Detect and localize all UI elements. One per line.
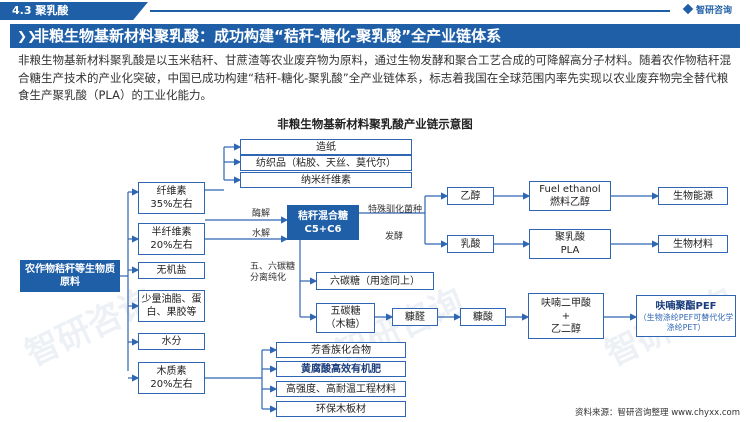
water-label: 水分 bbox=[161, 336, 182, 347]
cellulose-use-label: 造纸 bbox=[316, 141, 336, 153]
top-rule bbox=[150, 10, 670, 12]
pef-note: （生物涤纶PEF可替代化学涤纶PET） bbox=[638, 312, 734, 332]
inorganic-salt-box: 无机盐 bbox=[138, 262, 205, 279]
cellulose-box: 纤维素 35%左右 bbox=[138, 182, 205, 214]
diagram-title: 非粮生物基新材料聚乳酸产业链示意图 bbox=[277, 117, 473, 131]
mixed-sugar-label: 秸秆混合糖 C5+C6 bbox=[298, 210, 348, 235]
intro-paragraph: 非粮生物基新材料聚乳酸是以玉米秸秆、甘蔗渣等农业废弃物为原料，通过生物发酵和聚合… bbox=[18, 53, 731, 102]
ethanol-label: 乙醇 bbox=[460, 190, 481, 202]
section-tag: 4.3 聚乳酸 bbox=[0, 2, 148, 20]
c5-sugar-box: 五碳糖 （木糖） bbox=[316, 303, 375, 333]
cellulose-use-paper: 造纸 bbox=[240, 139, 412, 155]
lignin-use-label: 芳香族化合物 bbox=[311, 344, 371, 356]
lignin-use-fertilizer: 黄腐酸高效有机肥 bbox=[276, 361, 406, 377]
logo-text: 智研咨询 bbox=[696, 6, 733, 16]
bioenergy-box: 生物能源 bbox=[658, 187, 728, 205]
lignin-use-label: 黄腐酸高效有机肥 bbox=[301, 363, 381, 375]
furoic-acid-box: 糠酸 bbox=[460, 308, 506, 326]
lignin-box: 木质素 20%左右 bbox=[138, 362, 205, 394]
lignin-use-label: 环保木板材 bbox=[316, 403, 366, 415]
lipids-label: 少量油脂、蛋白、果胶等 bbox=[141, 294, 202, 318]
biomaterial-label: 生物材料 bbox=[673, 238, 713, 250]
lignin-use-aromatic: 芳香族化合物 bbox=[276, 342, 406, 358]
lignin-use-board: 环保木板材 bbox=[276, 401, 406, 417]
root-label: 农作物秸秆等生物质原料 bbox=[25, 264, 115, 288]
furfural-box: 糠醛 bbox=[392, 308, 438, 326]
headline-text: 非粮生物基新材料聚乳酸：成功构建“秸秆-糖化-聚乳酸”全产业链体系 bbox=[34, 27, 502, 45]
c5-sugar-label: 五碳糖 （木糖） bbox=[325, 306, 366, 330]
lignin-use-engineering: 高强度、高耐温工程材料 bbox=[276, 381, 406, 397]
lignin-use-label: 高强度、高耐温工程材料 bbox=[286, 383, 396, 395]
cellulose-use-label: 纺织品（粘胶、天丝、莫代尔） bbox=[256, 157, 396, 169]
bioenergy-label: 生物能源 bbox=[673, 190, 713, 202]
lipids-box: 少量油脂、蛋白、果胶等 bbox=[138, 290, 205, 322]
root-biomass-box: 农作物秸秆等生物质原料 bbox=[20, 260, 120, 292]
cellulose-use-label: 纳米纤维素 bbox=[301, 174, 351, 186]
cellulose-use-nano: 纳米纤维素 bbox=[240, 172, 412, 188]
hemicellulose-label: 半纤维素 20%左右 bbox=[150, 227, 193, 251]
label-special-strain: 特殊驯化菌种 bbox=[368, 205, 423, 215]
water-box: 水分 bbox=[138, 333, 205, 350]
c6-sugar-label: 六碳糖（用途同上） bbox=[330, 275, 420, 287]
label-fermentation: 发酵 bbox=[385, 232, 404, 242]
c6-sugar-box: 六碳糖（用途同上） bbox=[316, 272, 434, 290]
pef-box: 呋喃聚酯PEF （生物涤纶PEF可替代化学涤纶PET） bbox=[636, 295, 736, 337]
fdca-label: 呋喃二甲酸 + 乙二醇 bbox=[541, 297, 591, 335]
hemicellulose-box: 半纤维素 20%左右 bbox=[138, 223, 205, 255]
lignin-label: 木质素 20%左右 bbox=[150, 366, 193, 390]
logo-icon bbox=[682, 3, 694, 15]
lactic-acid-label: 乳酸 bbox=[460, 238, 481, 250]
biomaterial-box: 生物材料 bbox=[658, 235, 728, 253]
pef-title: 呋喃聚酯PEF bbox=[655, 300, 717, 312]
furfural-label: 糠醛 bbox=[405, 311, 425, 323]
pla-box: 聚乳酸 PLA bbox=[529, 229, 611, 259]
cellulose-use-textile: 纺织品（粘胶、天丝、莫代尔） bbox=[240, 155, 412, 171]
headline-bar: ❯❯ 非粮生物基新材料聚乳酸：成功构建“秸秆-糖化-聚乳酸”全产业链体系 bbox=[10, 24, 740, 48]
label-separation: 五、六碳糖分离纯化 bbox=[250, 262, 296, 283]
fdca-box: 呋喃二甲酸 + 乙二醇 bbox=[528, 293, 604, 339]
lactic-acid-box: 乳酸 bbox=[447, 235, 494, 253]
label-enzymolysis: 酶解 bbox=[252, 209, 271, 219]
double-chevron-icon: ❯❯ bbox=[17, 29, 38, 43]
mixed-sugar-box: 秸秆混合糖 C5+C6 bbox=[287, 205, 359, 240]
ethanol-box: 乙醇 bbox=[447, 187, 494, 205]
inorganic-salt-label: 无机盐 bbox=[156, 265, 187, 276]
brand-logo: 智研咨询 bbox=[682, 3, 749, 19]
label-hydrolysis: 水解 bbox=[252, 229, 271, 239]
fuel-ethanol-label: Fuel ethanol 燃料乙醇 bbox=[539, 184, 601, 208]
furoic-acid-label: 糠酸 bbox=[473, 311, 493, 323]
cellulose-label: 纤维素 35%左右 bbox=[150, 186, 193, 210]
source-note: 资料来源：智研咨询整理 www.chyxx.com bbox=[575, 408, 740, 418]
pla-label: 聚乳酸 PLA bbox=[555, 232, 585, 256]
fuel-ethanol-box: Fuel ethanol 燃料乙醇 bbox=[529, 181, 611, 211]
